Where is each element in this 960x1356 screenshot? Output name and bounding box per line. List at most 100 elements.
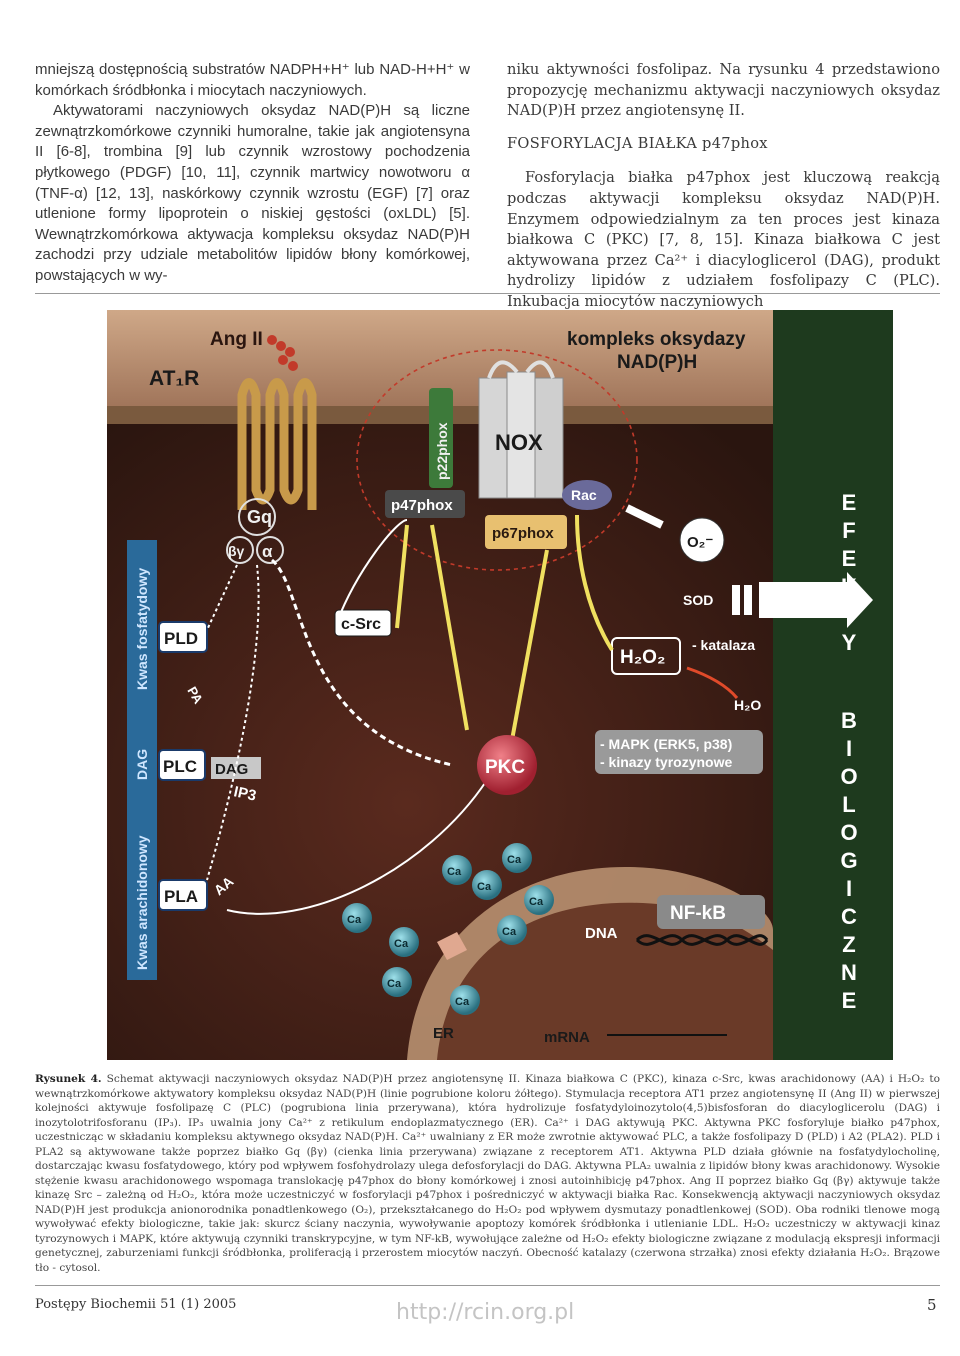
nfkb-box [657,895,765,929]
sod-label: SOD [683,592,713,608]
mrna-label: mRNA [544,1029,590,1046]
effects-letter: Y [842,630,857,655]
calcium-ions [342,843,554,1015]
left-paragraph-2: Aktywatorami naczyniowych oksydaz NAD(P)… [35,102,470,284]
superoxide-label: O₂⁻ [687,534,713,551]
effects-letter: O [840,820,857,845]
superoxide-arrow [625,504,664,529]
right-paragraph-2: Fosforylacja białka p47phox jest kluczow… [507,169,940,310]
p67phox-subunit [485,515,567,549]
calcium-ion [497,915,527,945]
h2o2-box [611,637,681,675]
nucleus-region [437,902,773,1060]
effects-letter: E [842,988,857,1013]
calcium-label: Ca [529,896,544,908]
p67phox-label: p67phox [492,525,554,542]
effects-letter: E [842,546,857,571]
calcium-ion [472,870,502,900]
dna-helix-strand [635,934,769,946]
calcium-label: Ca [347,914,362,926]
calcium-ion [502,843,532,873]
calcium-label: Ca [387,978,402,990]
p22phox-label: p22phox [434,422,450,480]
ip3-label: IP3 [232,783,258,804]
calcium-label: Ca [507,854,522,866]
effects-letter: C [841,904,857,929]
page-number: 5 [927,1296,937,1314]
plc-label: PLC [163,757,197,776]
effects-letter: L [842,792,855,817]
right-text-column: niku aktywności fosfolipaz. Na rysunku 4… [507,60,940,313]
caption-text: Schemat aktywacji naczyniowych oksydaz N… [35,1073,940,1274]
ang-ii-peptide [267,335,298,371]
superoxide-marker [679,517,725,563]
top-divider [35,293,940,294]
nfkb-label: NF-kB [670,903,726,924]
pla-label: PLA [164,887,198,906]
rac-protein [562,480,612,510]
calcium-ion [450,985,480,1015]
calcium-ion [342,903,372,933]
pkc-enzyme [477,735,537,795]
calcium-ion [524,885,554,915]
calcium-ion [442,855,472,885]
figure-caption: Rysunek 4. Schemat aktywacji naczyniowyc… [35,1072,940,1275]
pla-box [158,879,208,911]
complex-outline [356,349,638,571]
effects-band [773,310,893,1060]
h2o2-label: H₂O₂ [620,647,665,668]
effects-letter: F [842,518,855,543]
p47phox-label: p47phox [391,497,453,514]
mapk-line-2: - kinazy tyrozynowe [600,754,732,770]
gq-protein [238,498,276,536]
activator-arrows [395,514,614,741]
pld-box [158,621,208,653]
c-src-box [334,609,392,637]
effects-arrow-ros [759,572,873,628]
calcium-label: Ca [477,881,492,893]
sod-bar-1 [732,585,740,615]
calcium-label: Ca [394,938,409,950]
section-heading: FOSFORYLACJA BIAŁKA p47phox [507,134,768,152]
nox-subunit [478,360,564,499]
calcium-ion [389,927,419,957]
effects-letter: I [846,736,852,761]
gq-label: Gq [247,507,272,527]
effects-letter: N [841,960,857,985]
dna-label: DNA [585,925,618,942]
beta-gamma-subunit [226,536,254,564]
effects-letter: O [840,764,857,789]
left-paragraph-1: mniejszą dostępnością substratów NADPH+H… [35,61,470,99]
pld-label: PLD [164,629,198,648]
journal-citation: Postępy Biochemii 51 (1) 2005 [35,1297,237,1312]
ip3-receptor-channel [437,932,467,960]
calcium-label: Ca [447,866,462,878]
figure-4: Kwas arachidonowy DAG Kwas fosfatydowy A… [107,310,893,1060]
effects-letter: Z [842,932,855,957]
rac-label: Rac [571,487,597,503]
effects-letter: B [841,708,857,733]
effects-letter: E [842,490,857,515]
beta-gamma-label: βγ [228,543,245,559]
left-text-column: mniejszą dostępnością substratów NADPH+H… [35,60,470,287]
arachidonic-acid-label: Kwas arachidonowy [134,835,150,970]
calcium-label: Ca [455,996,470,1008]
alpha-subunit [256,536,284,564]
nox-label: NOX [495,430,543,455]
calcium-label: Ca [502,926,517,938]
p22phox-subunit [429,388,453,488]
katalaza-label: - katalaza [692,637,755,653]
complex-title-2: NAD(P)H [617,352,697,373]
left-lipid-bar [127,540,157,980]
right-paragraph-1: niku aktywności fosfolipaz. Na rysunku 4… [507,61,940,120]
repository-url: http://rcin.org.pl [396,1300,575,1325]
calcium-ion [382,967,412,997]
er-label: ER [433,1025,454,1042]
pathway-arrows [206,519,488,915]
effects-letter: K [841,574,857,599]
sod-bar-2 [744,585,752,615]
pkc-label: PKC [485,757,525,778]
at1r-receptor [237,378,317,510]
ang-ii-label: Ang II [210,329,263,350]
